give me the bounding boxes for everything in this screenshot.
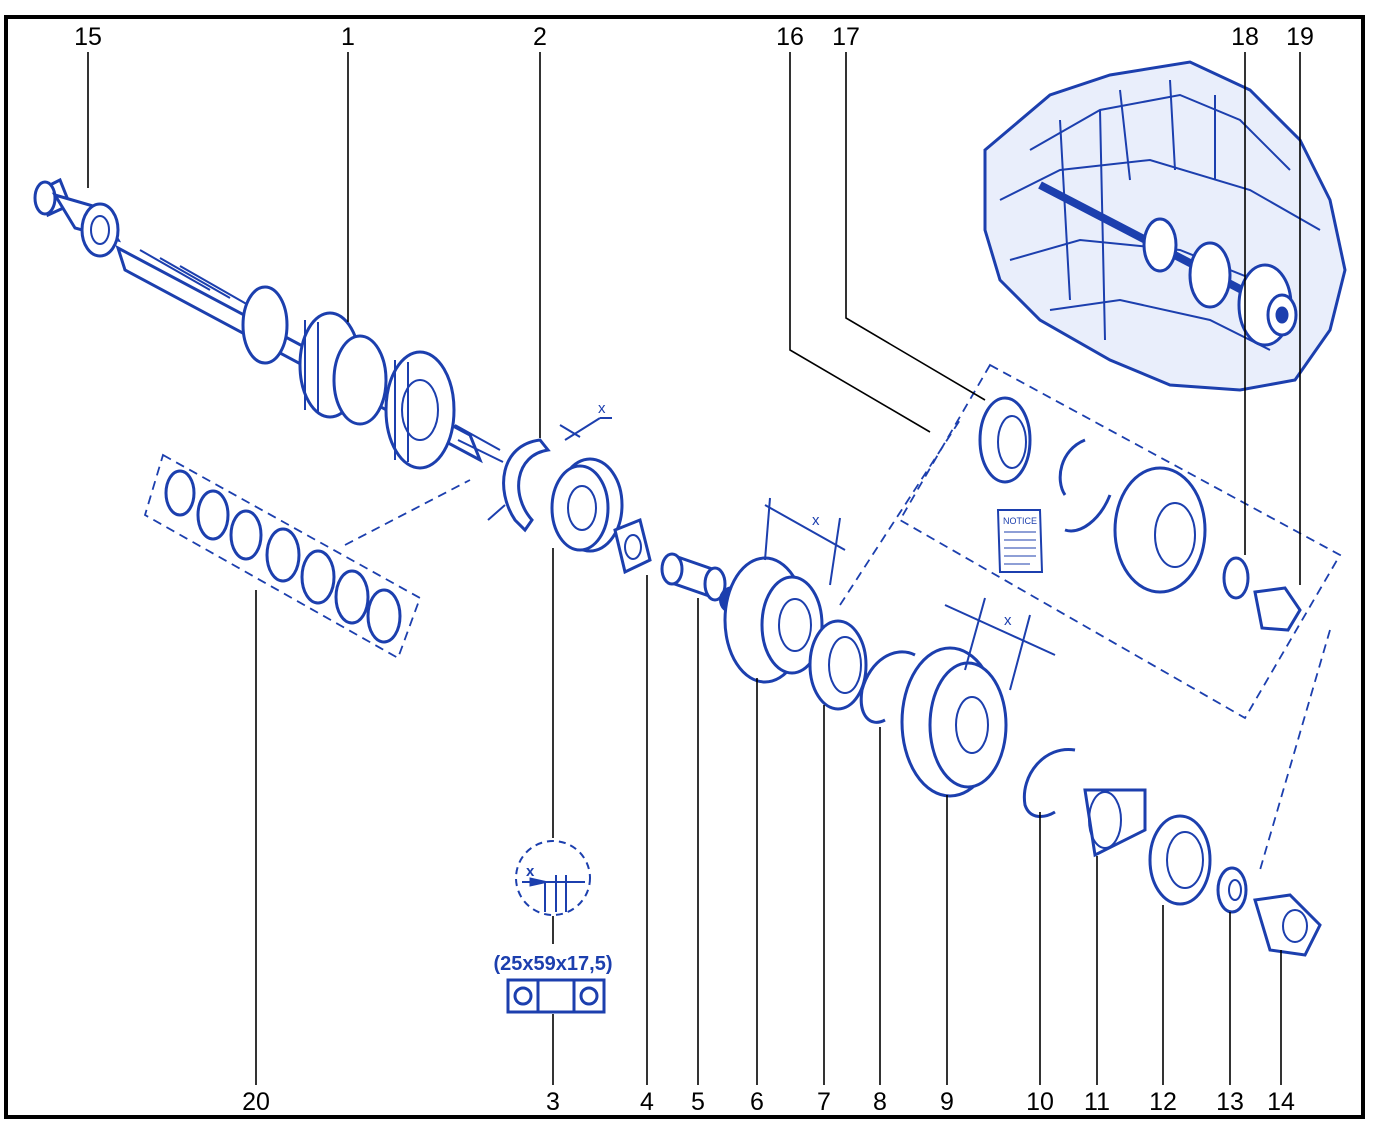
callout-19: 19 [1286, 23, 1314, 51]
callout-12: 12 [1149, 1088, 1177, 1116]
dimension-label-circlip: x [598, 400, 606, 417]
callouts-top: 15 1 2 16 17 18 19 [74, 23, 1314, 51]
synchro-hub [900, 646, 1008, 798]
lock-washer [1216, 866, 1248, 914]
dimension-label-hub: x [1004, 612, 1012, 629]
callout-16: 16 [776, 23, 804, 51]
callout-15: 15 [74, 23, 102, 51]
needle-bushing [51, 192, 122, 258]
input-shaft [33, 177, 504, 470]
shaft-nut [1253, 893, 1322, 957]
callout-8: 8 [873, 1088, 887, 1116]
kit-lock-washer [1222, 556, 1250, 600]
callout-17: 17 [832, 23, 860, 51]
callout-5: 5 [691, 1088, 705, 1116]
kit-synchro-hub [1113, 466, 1207, 594]
dimension-x-gear: x [764, 497, 846, 586]
callout-7: 7 [817, 1088, 831, 1116]
callout-18: 18 [1231, 23, 1259, 51]
thrust-washer [613, 517, 652, 575]
blocker-ring [1148, 814, 1212, 906]
housing-shaft [1038, 181, 1298, 347]
spacer-sleeve [660, 552, 727, 602]
kit-synchro-ring [978, 396, 1032, 484]
callout-3: 3 [546, 1088, 560, 1116]
spring-clip [1022, 748, 1076, 818]
kit-springs [1058, 438, 1112, 533]
bearing-detail-inset: x (25x59x17,5) [494, 840, 613, 1014]
ball-bearing [550, 457, 624, 553]
callout-10: 10 [1026, 1088, 1054, 1116]
inset-dimension-label: x [526, 863, 535, 880]
dimension-label-gear: x [812, 512, 820, 529]
callout-13: 13 [1216, 1088, 1244, 1116]
selector-sleeve [1083, 788, 1147, 858]
dimension-x-circlip: x [564, 400, 612, 441]
diagram-frame [4, 15, 1365, 1119]
gearbox-housing [983, 60, 1347, 392]
fifth-gear [723, 556, 824, 684]
circlip [487, 424, 581, 533]
leader-lines [87, 52, 1301, 1085]
notice-sheet: NOTICE [996, 509, 1044, 573]
callout-6: 6 [750, 1088, 764, 1116]
synchro-ring [808, 619, 868, 711]
callout-11: 11 [1084, 1088, 1110, 1116]
shim-set [143, 453, 471, 660]
callout-20: 20 [242, 1088, 270, 1116]
kit-group: NOTICE [839, 363, 1342, 871]
shaft-gear-cluster [241, 285, 456, 470]
notice-label: NOTICE [1003, 516, 1037, 526]
callouts-bottom: 20 3 4 5 6 7 8 9 10 11 12 13 14 [242, 1088, 1295, 1116]
callout-14: 14 [1267, 1088, 1295, 1116]
bearing-symbol [506, 978, 606, 1014]
dimension-x-hub: x [944, 597, 1056, 691]
callout-2: 2 [533, 23, 547, 51]
callout-1: 1 [341, 23, 355, 51]
callout-4: 4 [640, 1088, 654, 1116]
bearing-size-label: (25x59x17,5) [494, 953, 613, 975]
spring-ring [859, 650, 916, 724]
kit-nut [1253, 586, 1302, 632]
callout-9: 9 [940, 1088, 954, 1116]
